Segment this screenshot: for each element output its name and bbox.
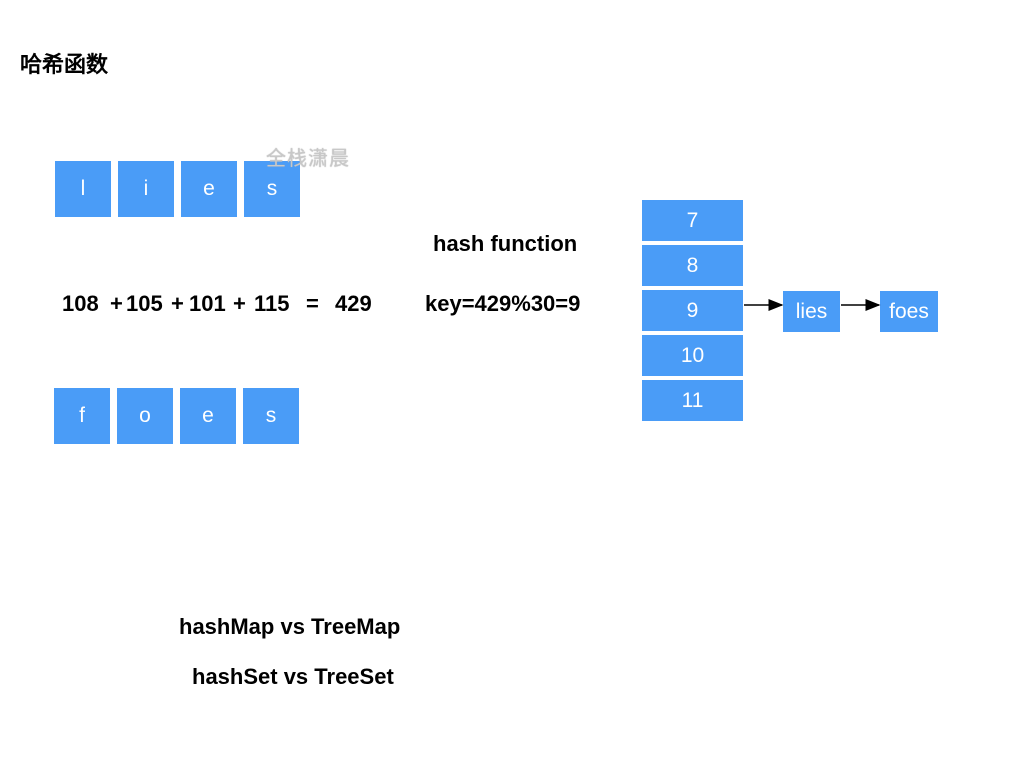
char-cell-lies-3: s: [244, 161, 300, 217]
char-cell-lies-0: l: [55, 161, 111, 217]
plus-sign: +: [233, 291, 246, 316]
key-expression: key=429%30=9: [425, 291, 581, 316]
bucket-8: 8: [642, 245, 743, 286]
ascii-value-i: 105: [126, 291, 163, 316]
chain-node-foes: foes: [880, 291, 938, 332]
ascii-value-e: 101: [189, 291, 226, 316]
comparison-hashset-treeset: hashSet vs TreeSet: [192, 664, 394, 689]
comparison-hashmap-treemap: hashMap vs TreeMap: [179, 614, 401, 639]
ascii-value-l: 108: [62, 291, 99, 316]
char-cell-lies-2: e: [181, 161, 237, 217]
bucket-7: 7: [642, 200, 743, 241]
char-cell-foes-0: f: [54, 388, 110, 444]
chain-node-lies: lies: [783, 291, 840, 332]
hash-function-label: hash function: [433, 231, 578, 256]
ascii-value-s: 115: [254, 291, 290, 316]
bucket-11: 11: [642, 380, 743, 421]
plus-sign: +: [171, 291, 184, 316]
watermark-text: 全栈潇晨: [266, 146, 350, 170]
char-cell-foes-1: o: [117, 388, 173, 444]
char-cell-foes-3: s: [243, 388, 299, 444]
plus-sign: +: [110, 291, 123, 316]
equals-sign: =: [306, 291, 319, 316]
page-title: 哈希函数: [20, 53, 109, 78]
char-cell-foes-2: e: [180, 388, 236, 444]
char-cell-lies-1: i: [118, 161, 174, 217]
sum-result: 429: [335, 291, 372, 316]
bucket-9: 9: [642, 290, 743, 331]
bucket-10: 10: [642, 335, 743, 376]
